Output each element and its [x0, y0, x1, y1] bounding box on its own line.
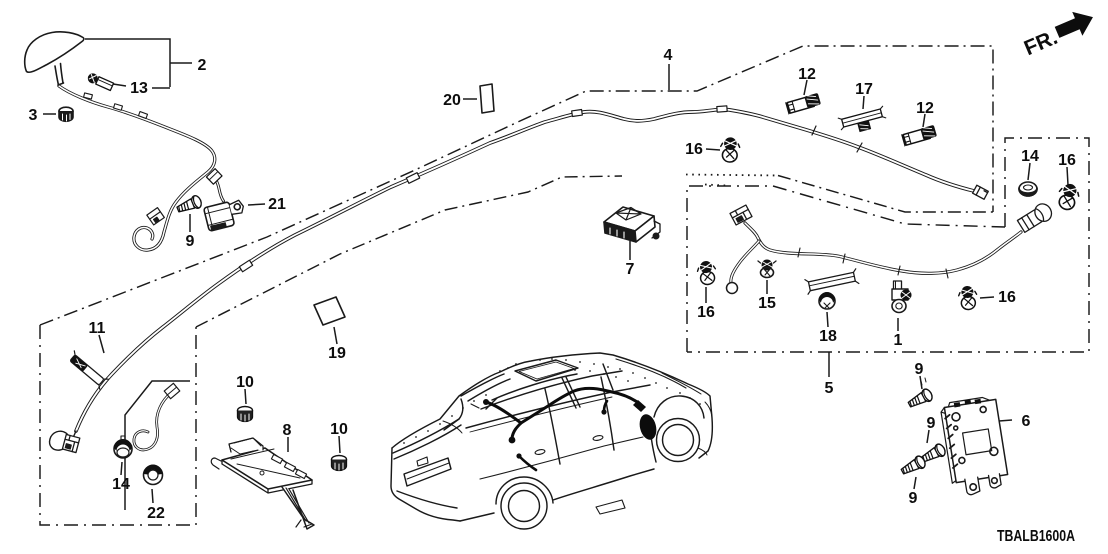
svg-text:12: 12	[798, 66, 816, 83]
svg-text:16: 16	[697, 304, 715, 321]
svg-text:11: 11	[89, 320, 106, 337]
svg-text:TBALB1600A: TBALB1600A	[997, 528, 1075, 545]
svg-text:13: 13	[130, 80, 148, 97]
svg-text:3: 3	[29, 107, 38, 124]
svg-text:16: 16	[998, 289, 1016, 306]
svg-text:9: 9	[927, 415, 936, 432]
svg-text:17: 17	[855, 81, 873, 98]
svg-text:14: 14	[112, 476, 130, 493]
svg-text:5: 5	[825, 380, 834, 397]
svg-text:18: 18	[819, 328, 837, 345]
svg-text:20: 20	[443, 92, 461, 109]
svg-text:10: 10	[236, 374, 254, 391]
svg-text:19: 19	[328, 345, 346, 362]
svg-text:7: 7	[626, 261, 635, 278]
svg-text:15: 15	[758, 295, 776, 312]
svg-text:9: 9	[186, 233, 195, 250]
svg-text:14: 14	[1021, 148, 1039, 165]
svg-text:9: 9	[909, 490, 918, 507]
svg-text:21: 21	[268, 196, 286, 213]
svg-text:6: 6	[1022, 413, 1031, 430]
svg-text:4: 4	[664, 47, 673, 64]
svg-text:12: 12	[916, 100, 934, 117]
svg-text:1: 1	[894, 332, 903, 349]
svg-text:16: 16	[1058, 152, 1076, 169]
svg-text:8: 8	[283, 422, 292, 439]
svg-text:2: 2	[198, 57, 207, 74]
svg-text:10: 10	[330, 421, 348, 438]
svg-text:22: 22	[147, 505, 165, 522]
svg-text:9: 9	[915, 361, 924, 378]
svg-text:16: 16	[685, 141, 703, 158]
